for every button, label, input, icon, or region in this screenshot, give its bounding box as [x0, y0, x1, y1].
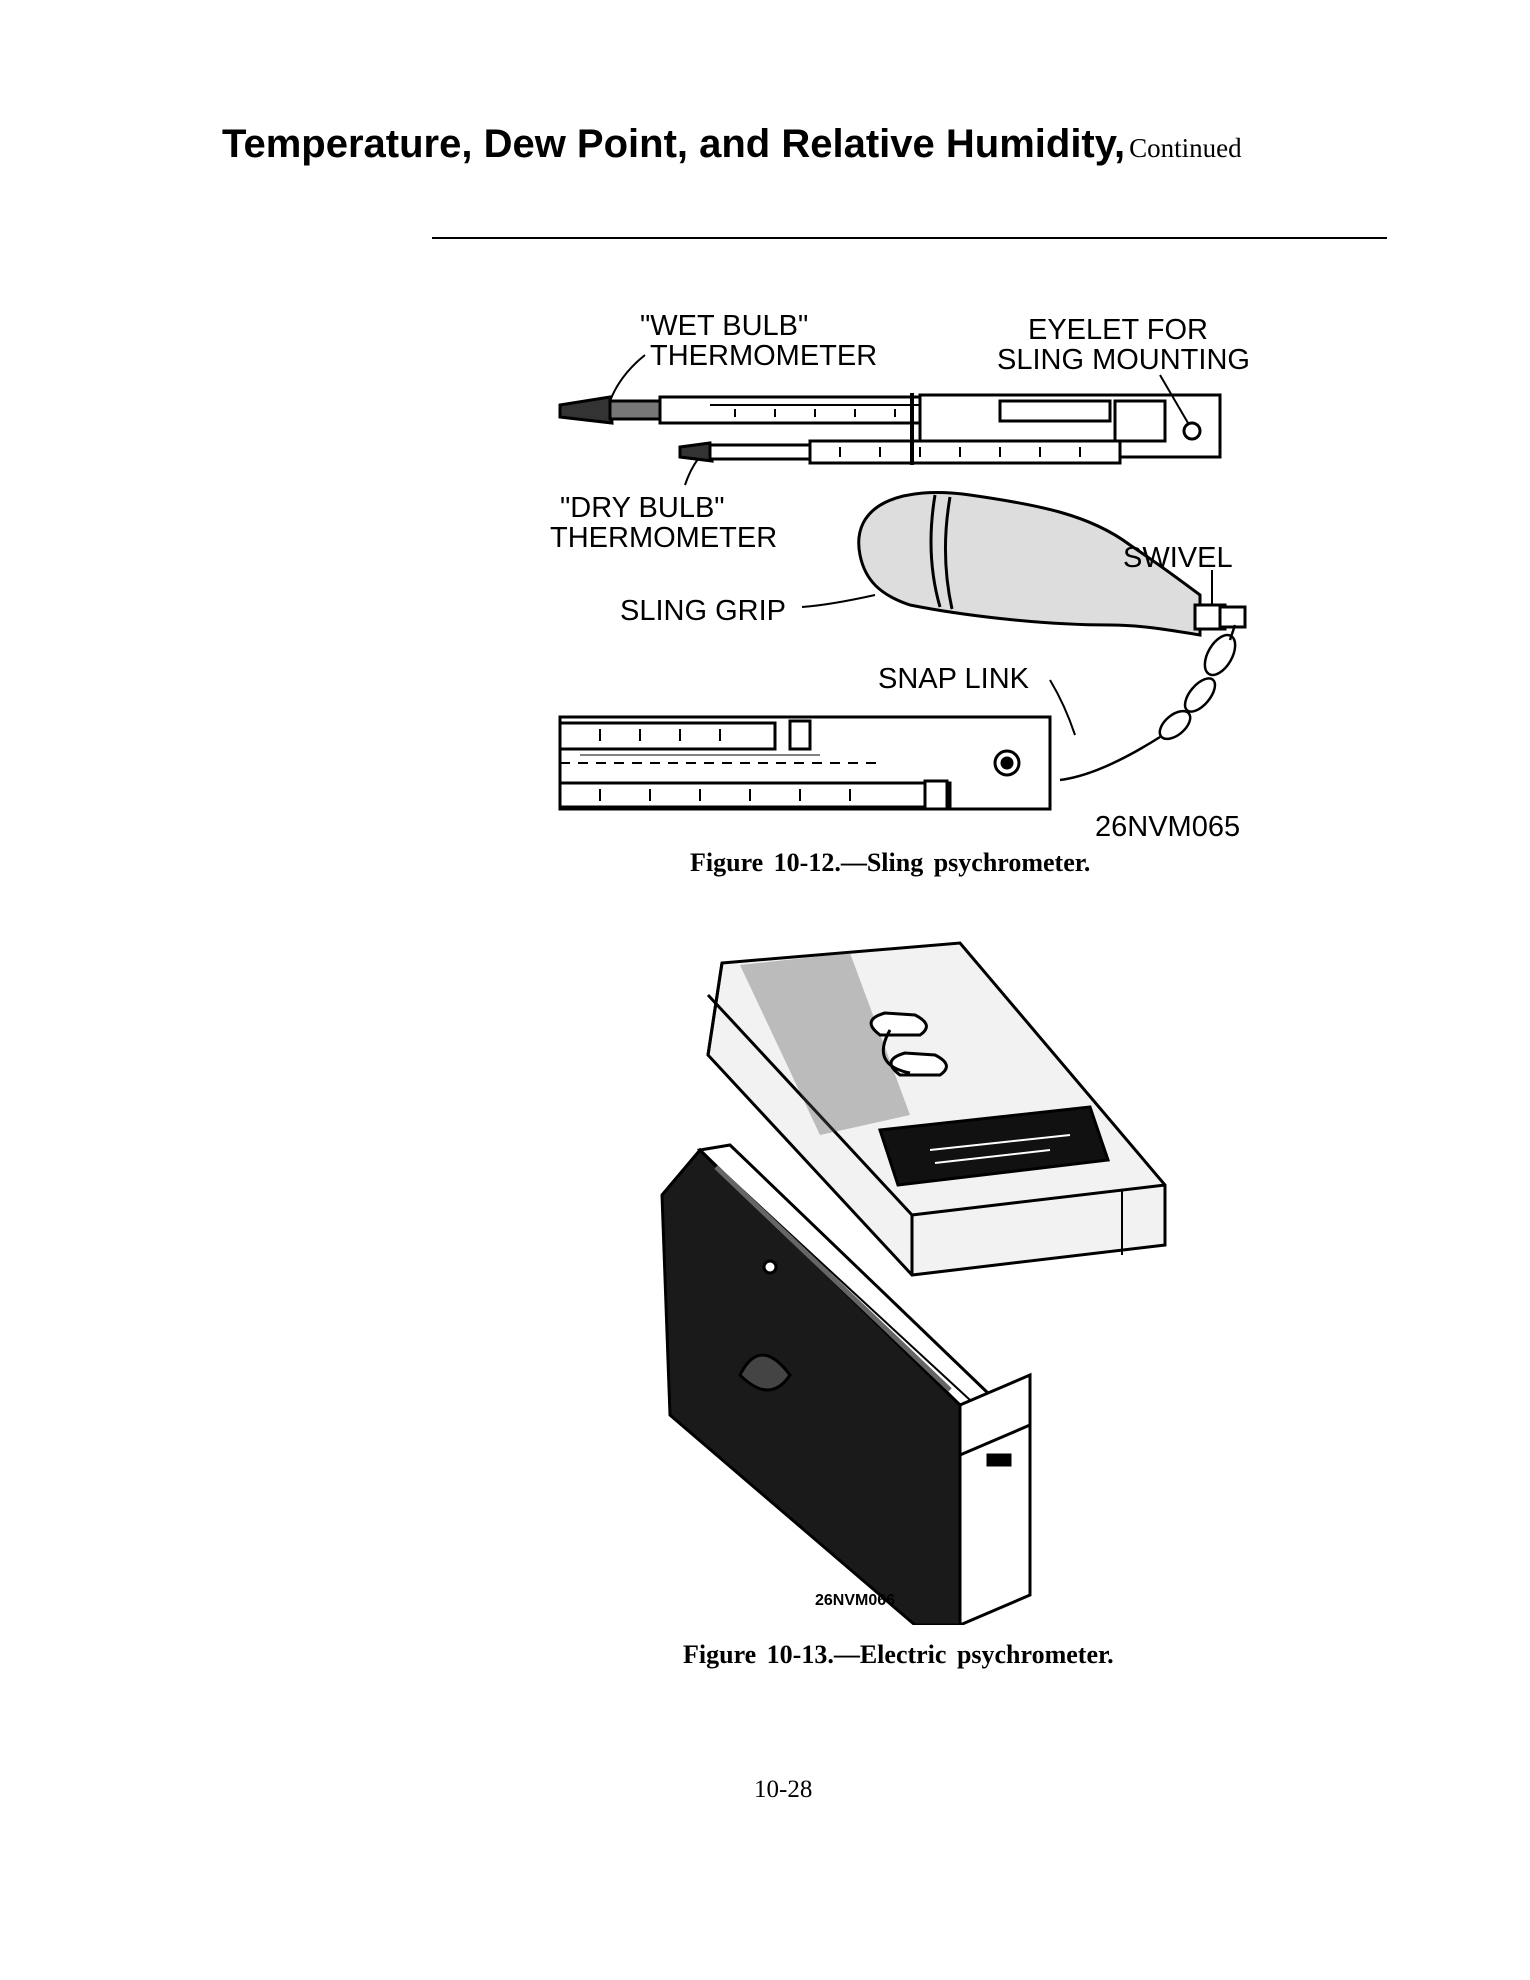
- label-sling-grip: SLING GRIP: [620, 595, 786, 627]
- page-title: Temperature, Dew Point, and Relative Hum…: [222, 122, 1242, 167]
- label-dry-bulb-2: THERMOMETER: [550, 522, 777, 554]
- figure-electric-psychrometer: 26NVM066: [650, 935, 1170, 1625]
- page-title-continued: Continued: [1129, 133, 1242, 163]
- figure-code-26nvm065: 26NVM065: [1095, 811, 1240, 843]
- label-wet-bulb-1: "WET BULB": [640, 310, 808, 342]
- label-snap-link: SNAP LINK: [878, 663, 1030, 695]
- figure-code-26nvm066: 26NVM066: [815, 1592, 895, 1609]
- page-title-main: Temperature, Dew Point, and Relative Hum…: [222, 122, 1126, 166]
- label-dry-bulb-1: "DRY BULB": [560, 492, 725, 524]
- label-swivel: SWIVEL: [1123, 542, 1233, 574]
- figure-sling-psychrometer: "WET BULB" THERMOMETER EYELET FOR SLING …: [540, 305, 1300, 850]
- electric-psychrometer-illustration: 26NVM066: [660, 941, 1167, 1625]
- figure-caption-10-13: Figure 10-13.—Electric psychrometer.: [683, 1640, 1114, 1669]
- sling-psychrometer-illustration: "WET BULB" THERMOMETER EYELET FOR SLING …: [550, 310, 1250, 843]
- page-number: 10-28: [754, 1776, 813, 1803]
- label-wet-bulb-2: THERMOMETER: [650, 340, 877, 372]
- label-eyelet-1: EYELET FOR: [1028, 314, 1208, 346]
- label-eyelet-2: SLING MOUNTING: [997, 344, 1250, 376]
- header-rule: [432, 237, 1387, 239]
- figure-caption-10-12: Figure 10-12.—Sling psychrometer.: [690, 848, 1091, 877]
